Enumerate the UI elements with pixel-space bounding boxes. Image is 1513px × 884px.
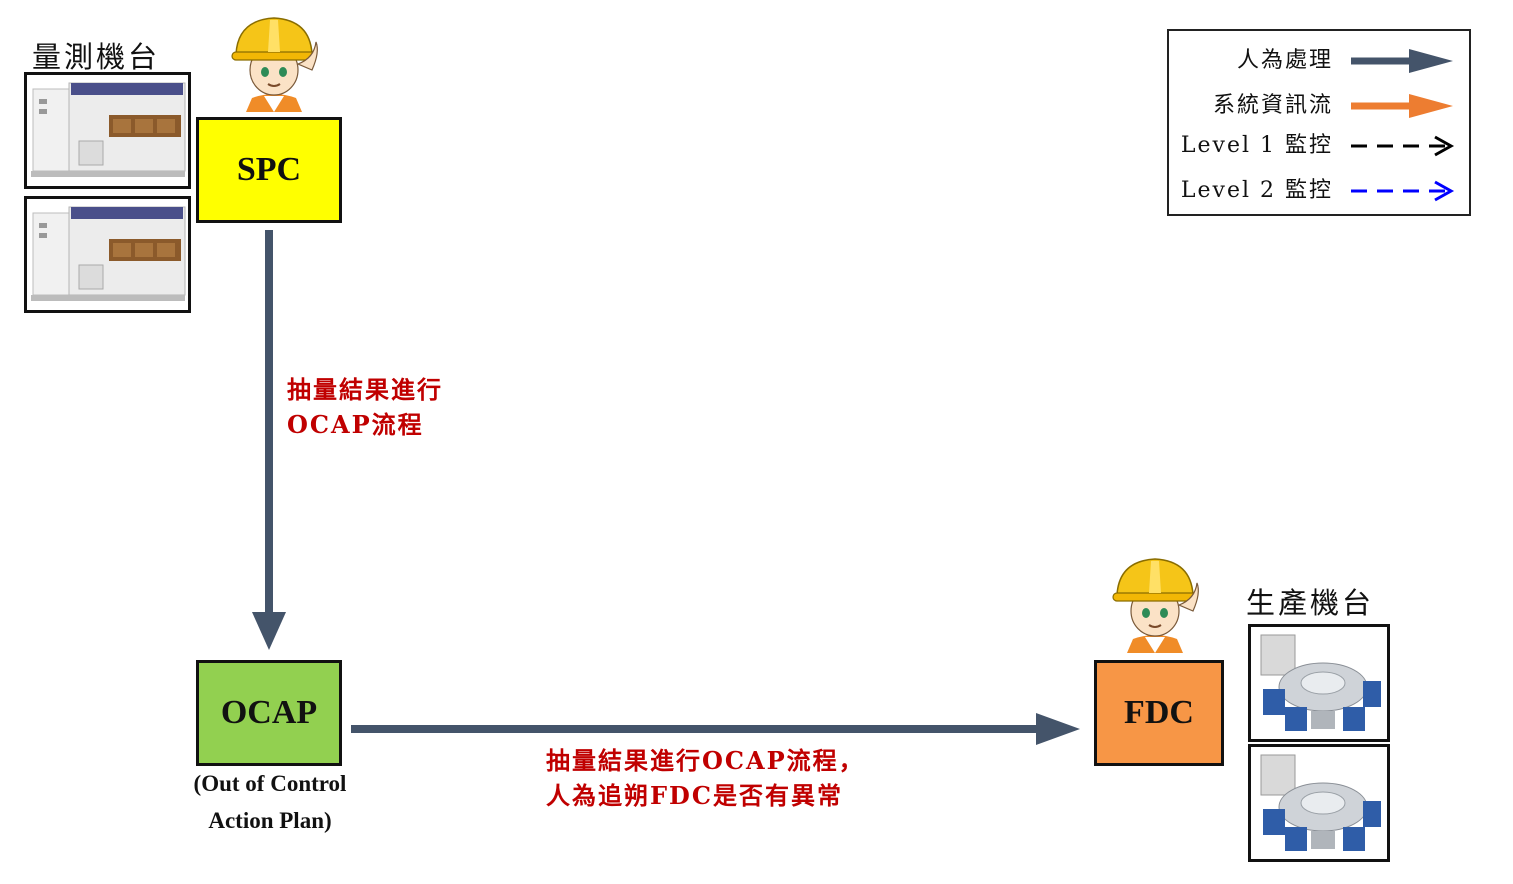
legend-item-level2: Level 2 監控: [1169, 171, 1469, 211]
legend-label: 人為處理: [1236, 48, 1333, 73]
worker-icon: [1112, 558, 1199, 653]
fdc-node: FDC: [1094, 660, 1224, 766]
production-tool-image: [1248, 624, 1390, 742]
legend-item-level1: Level 1 監控: [1169, 126, 1469, 166]
production-tool-image: [1248, 744, 1390, 862]
arrow-spc-to-ocap-head: [252, 612, 286, 650]
metrology-tool-icon: [31, 206, 186, 301]
spc-ocap-note: 抽量結果進行 OCAP流程: [287, 372, 443, 442]
metrology-tool-image: [24, 72, 191, 189]
production-tools-label: 生產機台: [1246, 586, 1375, 620]
arrow-thick-slate-icon: [1351, 49, 1453, 73]
metrology-tool-icon: [31, 82, 186, 177]
metrology-tool-image: [24, 196, 191, 313]
ocap-fdc-note-line2: 人為追朔FDC是否有異常: [546, 781, 843, 810]
arrow-dashed-blue-icon: [1351, 180, 1455, 202]
arrow-ocap-to-fdc-head: [1036, 713, 1080, 745]
ocap-subtitle-line2: Action Plan): [208, 808, 332, 833]
spc-ocap-note-line1: 抽量結果進行: [287, 375, 443, 404]
legend-label: 系統資訊流: [1212, 93, 1333, 118]
production-tool-icon: [1260, 754, 1381, 851]
ocap-subtitle-line1: (Out of Control: [193, 771, 347, 796]
worker-icon: [231, 17, 318, 112]
production-tool-icon: [1260, 634, 1381, 731]
arrow-thick-orange-icon: [1351, 94, 1453, 118]
ocap-fdc-note: 抽量結果進行OCAP流程， 人為追朔FDC是否有異常: [546, 743, 865, 813]
ocap-subtitle: (Out of Control Action Plan): [170, 765, 370, 839]
legend-label: Level 1 監控: [1180, 133, 1333, 158]
ocap-fdc-note-line1: 抽量結果進行OCAP流程，: [546, 746, 865, 775]
measurement-tools-label: 量測機台: [32, 40, 161, 74]
spc-node: SPC: [196, 117, 342, 223]
legend: 人為處理 系統資訊流 Level 1 監控 Level 2 監控: [1167, 29, 1471, 216]
legend-label: Level 2 監控: [1180, 178, 1333, 203]
legend-item-manual: 人為處理: [1169, 41, 1469, 81]
arrow-dashed-black-icon: [1351, 135, 1455, 157]
legend-item-system-flow: 系統資訊流: [1169, 86, 1469, 126]
spc-ocap-note-line2: OCAP流程: [287, 410, 424, 439]
ocap-node: OCAP: [196, 660, 342, 766]
